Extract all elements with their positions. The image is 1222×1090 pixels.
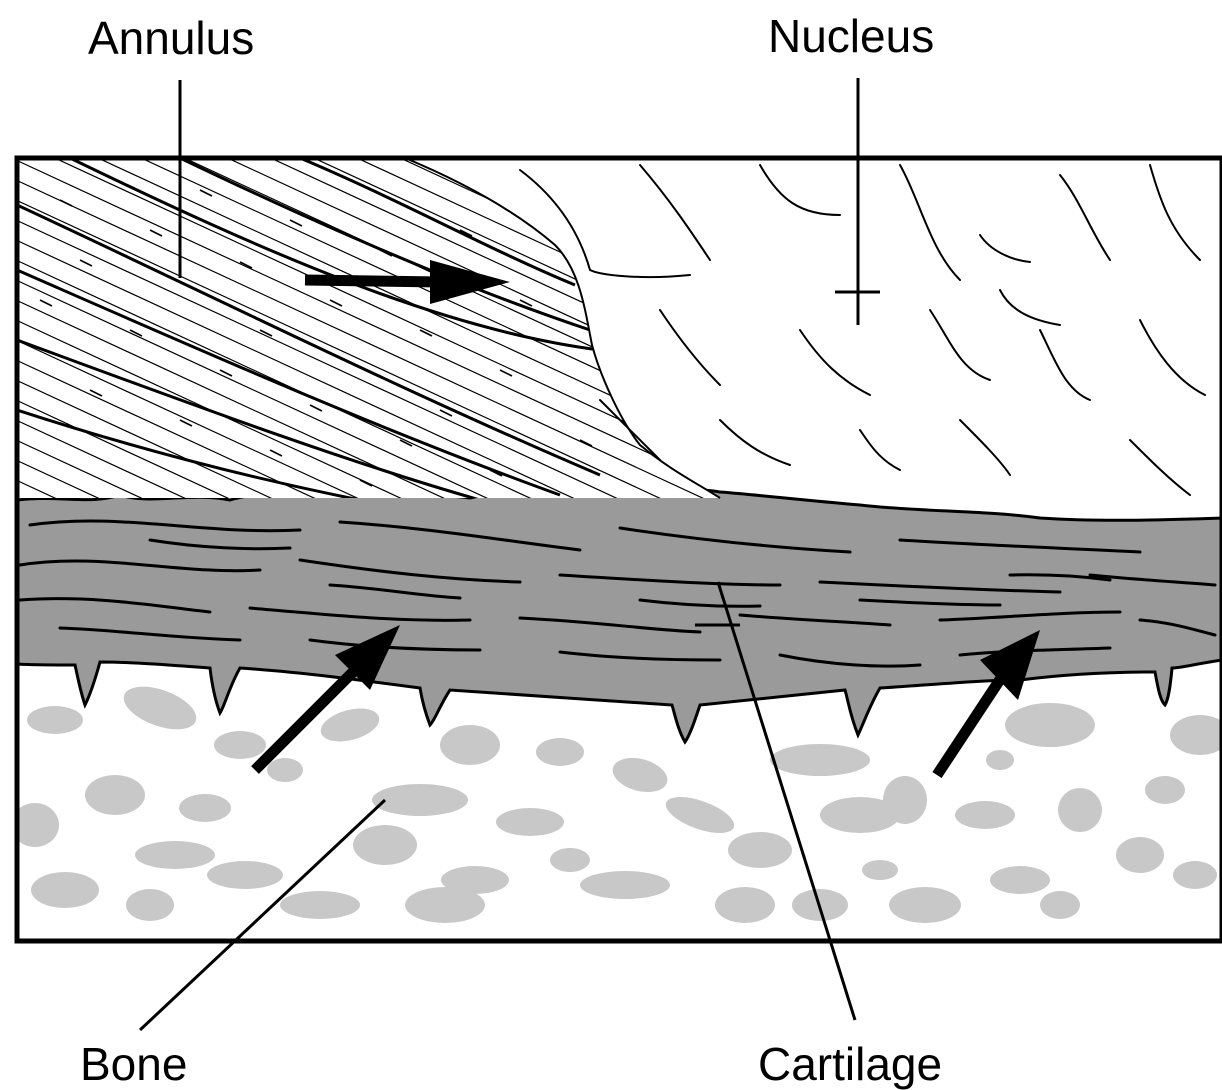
annulus-label: Annulus — [88, 12, 254, 64]
bone-label: Bone — [80, 1038, 187, 1090]
nucleus-label: Nucleus — [768, 10, 934, 62]
cartilage-label: Cartilage — [758, 1038, 942, 1090]
